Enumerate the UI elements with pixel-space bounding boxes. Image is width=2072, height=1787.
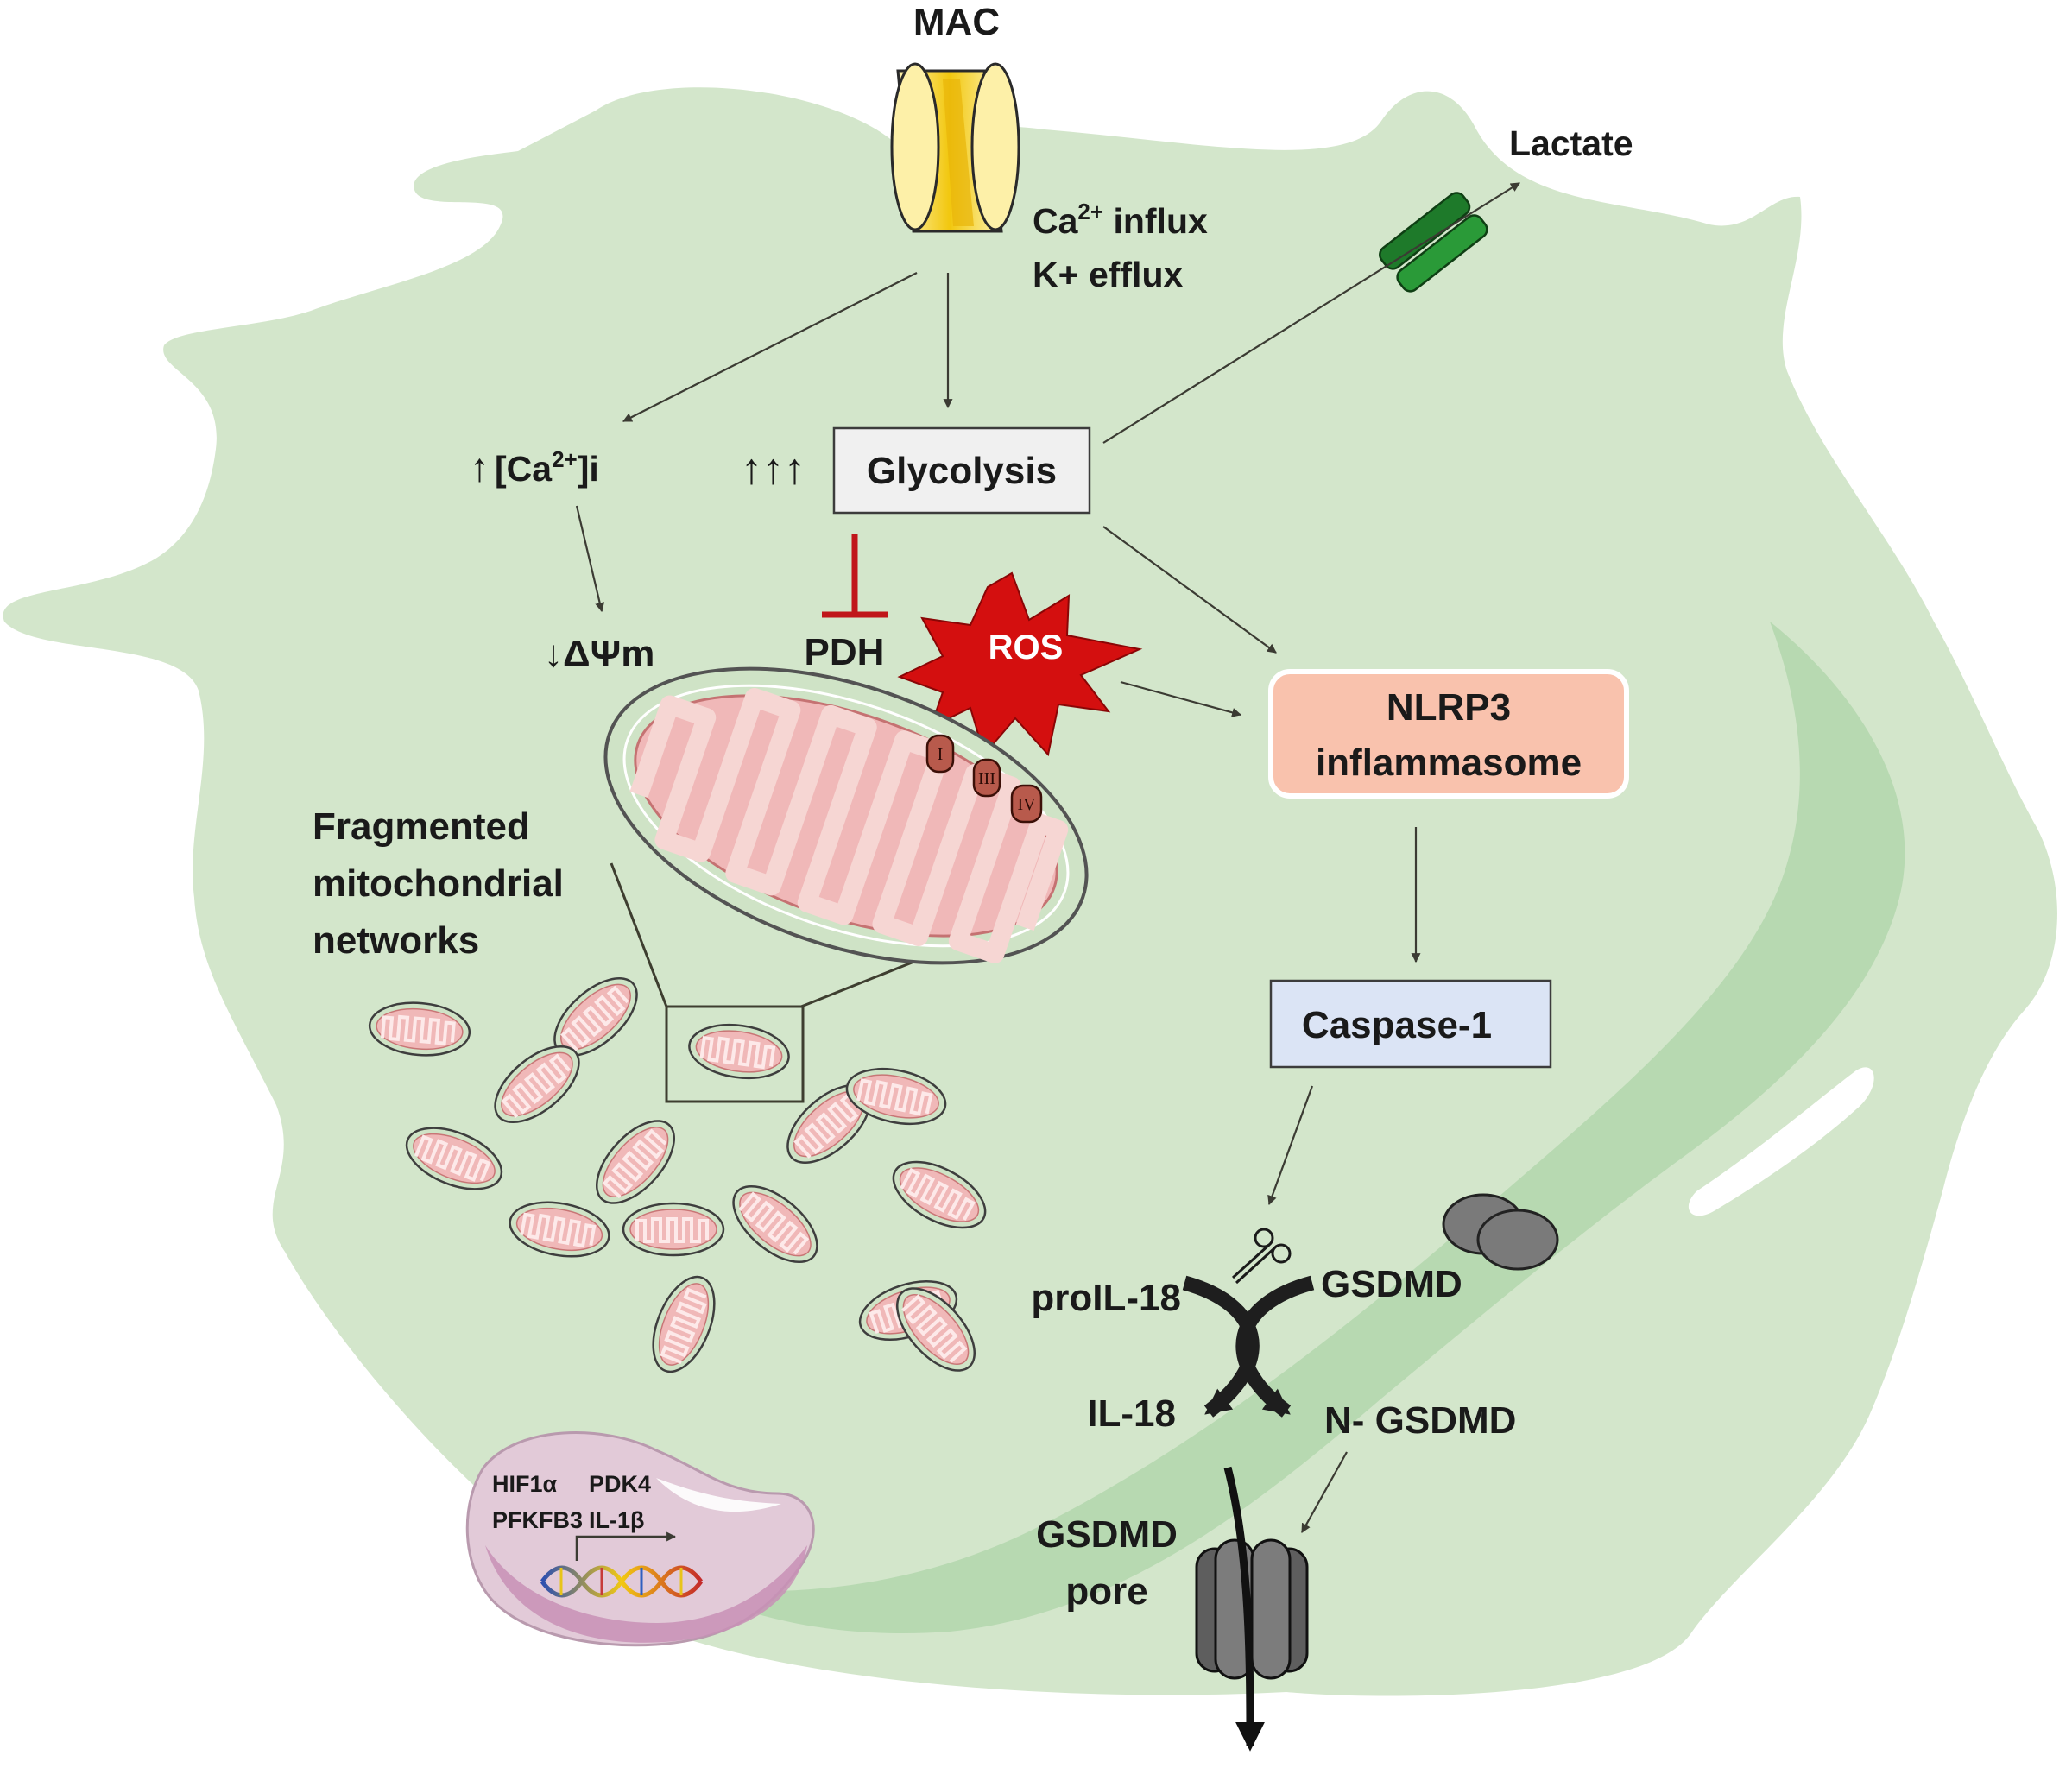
dna-double-helix-icon [540, 1565, 704, 1598]
complex-i-icon: I [925, 734, 955, 774]
pdk4-label: PDK4 [589, 1471, 651, 1497]
cell-shadow [691, 622, 1905, 1633]
gsdmd-pore-label-line1: GSDMD [1036, 1513, 1178, 1556]
glycolysis-label: Glycolysis [867, 450, 1057, 492]
arrow-glycolysis-to-nlrp3 [1102, 526, 1277, 654]
caspase1-box [1269, 979, 1552, 1069]
pfkfb3-label: PFKFB3 [492, 1507, 583, 1533]
complex-iii-icon: III [972, 758, 1001, 798]
pdh-label: PDH [805, 631, 885, 673]
hif1a-label: HIF1α [492, 1471, 558, 1497]
arrow-glycolysis-to-lactate [1102, 182, 1520, 444]
gsdmd-label: GSDMD [1321, 1263, 1462, 1305]
svg-text:IV: IV [1017, 795, 1036, 814]
fragmented-label-line1: Fragmented [313, 805, 530, 848]
gray-granule [1442, 1193, 1559, 1271]
glycolysis-up-arrows: ↑↑↑ [741, 445, 805, 493]
nlrp3-label-line1: NLRP3 [1387, 686, 1511, 729]
transcription-arrow [575, 1531, 677, 1561]
arrow-ros-to-nlrp3 [1120, 680, 1242, 717]
arrow-ca-to-psi [575, 505, 605, 613]
ros-label: ROS [989, 628, 1064, 666]
caspase1-label: Caspase-1 [1302, 1004, 1492, 1046]
lactate-label: Lactate [1509, 123, 1633, 163]
svg-text:I: I [938, 745, 944, 764]
arrow-mac-to-ca [622, 272, 918, 422]
n-gsdmd-label: N- GSDMD [1324, 1399, 1516, 1442]
mac-label: MAC [913, 1, 1000, 43]
svg-text:III: III [978, 769, 995, 788]
il18-label: IL-18 [1087, 1392, 1176, 1435]
ion-flux-label: Ca2+ influx K+ efflux [1033, 199, 1208, 294]
pore-release-arrow [1223, 1466, 1265, 1752]
delta-psi-label: ↓ΔΨm [544, 633, 654, 675]
fragmented-label-line2: mitochondrial [313, 862, 564, 905]
ca-i-label: ↑[Ca2+]i [470, 445, 599, 489]
complex-iv-icon: IV [1010, 784, 1043, 824]
k-efflux-label: K+ efflux [1033, 255, 1183, 294]
nlrp3-box [1268, 669, 1629, 799]
glycolysis-box [832, 426, 1091, 515]
nlrp3-label-line2: inflammasome [1316, 742, 1582, 784]
gsdmd-to-ngsdmd-arrow [1235, 1275, 1315, 1418]
ros-burst: ROS [897, 571, 1143, 757]
pdh-inhibition-icon [822, 534, 888, 618]
fragmented-label-line3: networks [313, 919, 479, 962]
electron-transport-complexes: I III IV [925, 734, 1043, 824]
il1b-label: IL-1β [589, 1507, 644, 1533]
gsdmd-pore-label-line2: pore [1065, 1570, 1147, 1613]
cleavage-arrows [1182, 1275, 1315, 1418]
arrow-caspase-to-cleavage [1267, 1085, 1314, 1206]
lactate-transporter-icon [1379, 192, 1488, 293]
cell-lobe-notch [1688, 1067, 1874, 1216]
scissors-icon [1231, 1228, 1292, 1285]
mac-channel [890, 62, 1020, 233]
proil18-label: proIL-18 [1031, 1277, 1181, 1319]
svg-text:Ca2+ influx: Ca2+ influx [1033, 199, 1208, 241]
mini-mitochondrion [622, 1202, 725, 1257]
arrow-ngsdmd-to-pore [1301, 1451, 1348, 1533]
